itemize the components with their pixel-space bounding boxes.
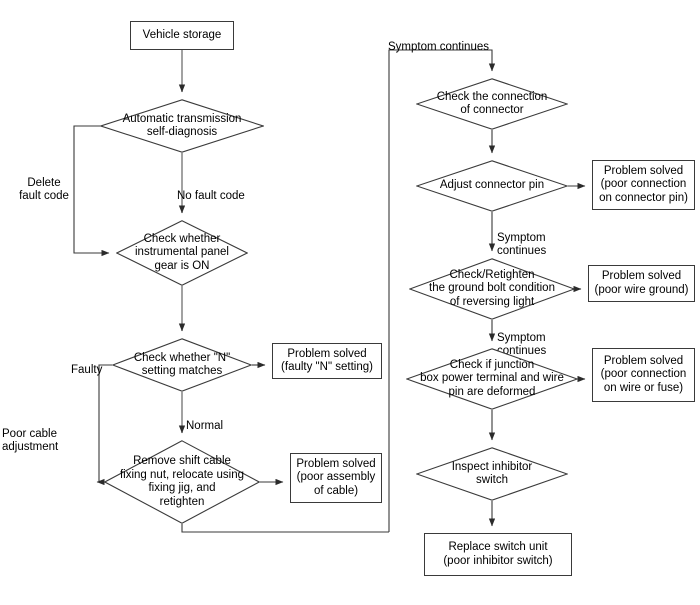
diamond-shape: [416, 78, 568, 130]
node-inspect-inhibitor-switch[interactable]: Inspect inhibitor switch: [416, 447, 568, 501]
node-replace-switch-unit[interactable]: Replace switch unit (poor inhibitor swit…: [424, 533, 572, 576]
edge-label-text: Faulty: [71, 363, 103, 376]
node-label: Problem solved (poor wire ground): [594, 270, 689, 296]
diamond-shape: [104, 440, 260, 524]
edge-label-symptom-continues-top: Symptom continues: [388, 27, 508, 54]
node-problem-solved-faulty-n[interactable]: Problem solved (faulty "N" setting): [272, 343, 382, 379]
edge-label-text: Symptom continues: [497, 231, 547, 258]
node-vehicle-storage[interactable]: Vehicle storage: [130, 21, 234, 50]
node-label: Inspect inhibitor switch: [451, 460, 533, 487]
diamond-shape: [112, 338, 252, 392]
node-label: Vehicle storage: [142, 28, 222, 41]
edge-label-poor-cable-adjustment: Poor cable adjustment: [2, 414, 72, 455]
edge-label-text: Normal: [186, 419, 224, 432]
node-label: Automatic transmission self-diagnosis: [122, 112, 242, 139]
node-check-n-setting[interactable]: Check whether "N" setting matches: [112, 338, 252, 392]
diamond-shape: [116, 220, 248, 286]
edge-label-text: Symptom continues: [388, 40, 489, 53]
node-label: Check whether instrumental panel gear is…: [135, 232, 229, 272]
node-label: Replace switch unit (poor inhibitor swit…: [443, 541, 553, 567]
node-problem-solved-poor-assembly[interactable]: Problem solved (poor assembly of cable): [290, 453, 382, 503]
node-problem-solved-poor-connection-connector-pin[interactable]: Problem solved (poor connection on conne…: [592, 160, 695, 210]
edge-label-delete-fault-code: Delete fault code: [16, 163, 72, 204]
node-check-instrumental-panel-gear[interactable]: Check whether instrumental panel gear is…: [116, 220, 248, 286]
edge-label-normal: Normal: [186, 406, 234, 433]
node-label: Check whether "N" setting matches: [133, 351, 231, 378]
node-adjust-connector-pin[interactable]: Adjust connector pin: [416, 160, 568, 212]
node-label: Problem solved (poor connection on wire …: [600, 354, 687, 394]
node-check-junction-box-power-terminal[interactable]: Check if junction box power terminal and…: [406, 348, 578, 410]
edge-label-text: Symptom continues: [497, 331, 547, 358]
diamond-shape: [416, 447, 568, 501]
node-label: Check if junction box power terminal and…: [420, 358, 564, 398]
node-label: Check the connection of connector: [436, 90, 548, 117]
node-label: Adjust connector pin: [439, 179, 545, 192]
node-auto-trans-self-diagnosis[interactable]: Automatic transmission self-diagnosis: [100, 99, 264, 153]
node-check-retighten-ground-bolt[interactable]: Check/Retighten the ground bolt conditio…: [409, 258, 575, 320]
node-problem-solved-poor-wire-ground[interactable]: Problem solved (poor wire ground): [588, 265, 695, 302]
edge-label-text: No fault code: [177, 189, 245, 202]
node-label: Check/Retighten the ground bolt conditio…: [429, 268, 555, 308]
node-label: Remove shift cable fixing nut, relocate …: [119, 455, 245, 508]
diamond-shape: [416, 160, 568, 212]
diamond-shape: [100, 99, 264, 153]
edge-label-text: Delete fault code: [19, 176, 69, 203]
node-problem-solved-poor-connection-wire-fuse[interactable]: Problem solved (poor connection on wire …: [592, 348, 695, 402]
node-label: Problem solved (poor assembly of cable): [296, 457, 376, 497]
edge-label-faulty: Faulty: [71, 350, 111, 377]
edge-label-symptom-continues-2: Symptom continues: [497, 318, 561, 359]
edge-label-text: Poor cable adjustment: [2, 427, 59, 454]
node-check-connection-of-connector[interactable]: Check the connection of connector: [416, 78, 568, 130]
node-label: Problem solved (poor connection on conne…: [599, 164, 688, 204]
edge-label-no-fault-code: No fault code: [177, 176, 255, 203]
diamond-shape: [406, 348, 578, 410]
edge-label-symptom-continues-1: Symptom continues: [497, 218, 561, 259]
diamond-shape: [409, 258, 575, 320]
node-remove-shift-cable[interactable]: Remove shift cable fixing nut, relocate …: [104, 440, 260, 524]
node-label: Problem solved (faulty "N" setting): [281, 347, 373, 374]
